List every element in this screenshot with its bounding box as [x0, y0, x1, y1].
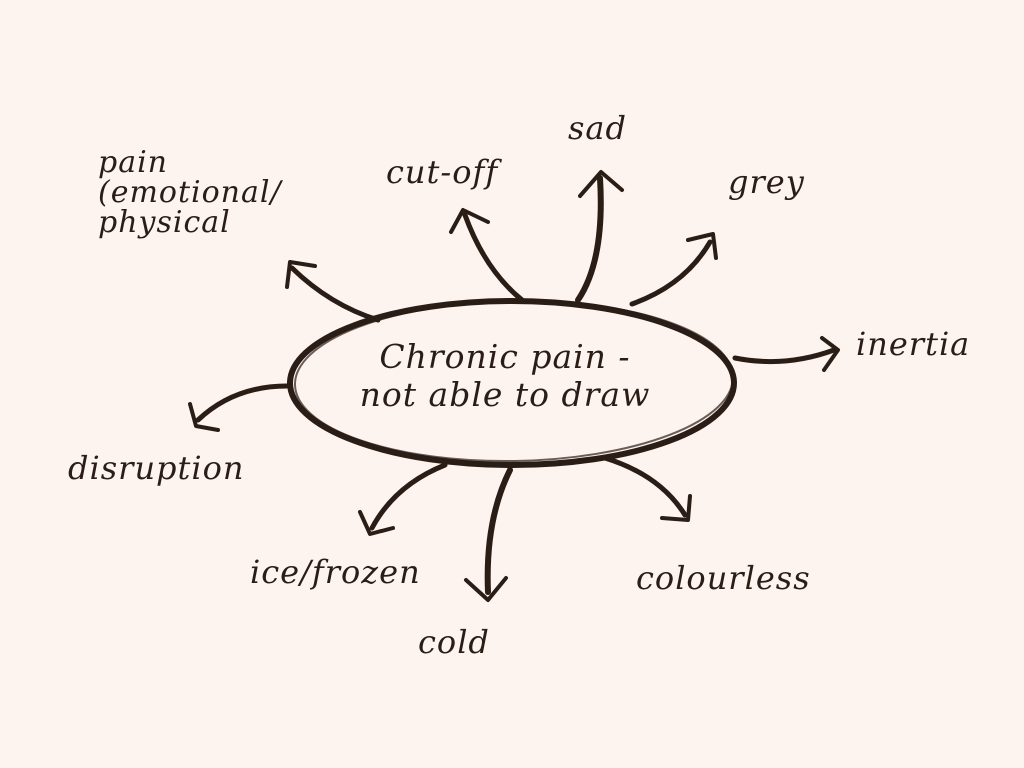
- node-pain-line-2: (emotional/: [98, 175, 282, 210]
- central-topic-line-2: not able to draw: [359, 374, 651, 414]
- central-ellipse-sketch: [293, 299, 734, 463]
- node-colourless: colourless: [636, 559, 811, 597]
- arrow-to-sad: [575, 170, 624, 303]
- node-cutoff: cut-off: [386, 153, 499, 191]
- node-cold: cold: [418, 623, 490, 661]
- node-grey: grey: [728, 163, 805, 201]
- arrow-to-colourless: [602, 455, 692, 522]
- node-sad: sad: [568, 109, 627, 147]
- arrow-to-disruption: [188, 383, 293, 432]
- arrow-to-ice-frozen: [358, 462, 448, 536]
- node-pain-line-1: pain: [98, 145, 169, 180]
- arrow-to-inertia: [732, 336, 840, 372]
- arrow-to-pain: [285, 260, 381, 323]
- node-ice-frozen: ice/frozen: [250, 553, 421, 591]
- arrow-to-cutoff: [449, 208, 525, 303]
- central-topic-line-1: Chronic pain -: [379, 337, 631, 376]
- node-pain: pain (emotional/ physical: [98, 148, 282, 238]
- node-pain-line-3: physical: [98, 205, 231, 240]
- node-disruption: disruption: [68, 449, 245, 487]
- central-topic-label: Chronic pain - not able to draw: [335, 338, 675, 414]
- node-inertia: inertia: [856, 325, 971, 363]
- arrow-to-cold: [464, 467, 513, 602]
- arrow-to-grey: [629, 232, 718, 307]
